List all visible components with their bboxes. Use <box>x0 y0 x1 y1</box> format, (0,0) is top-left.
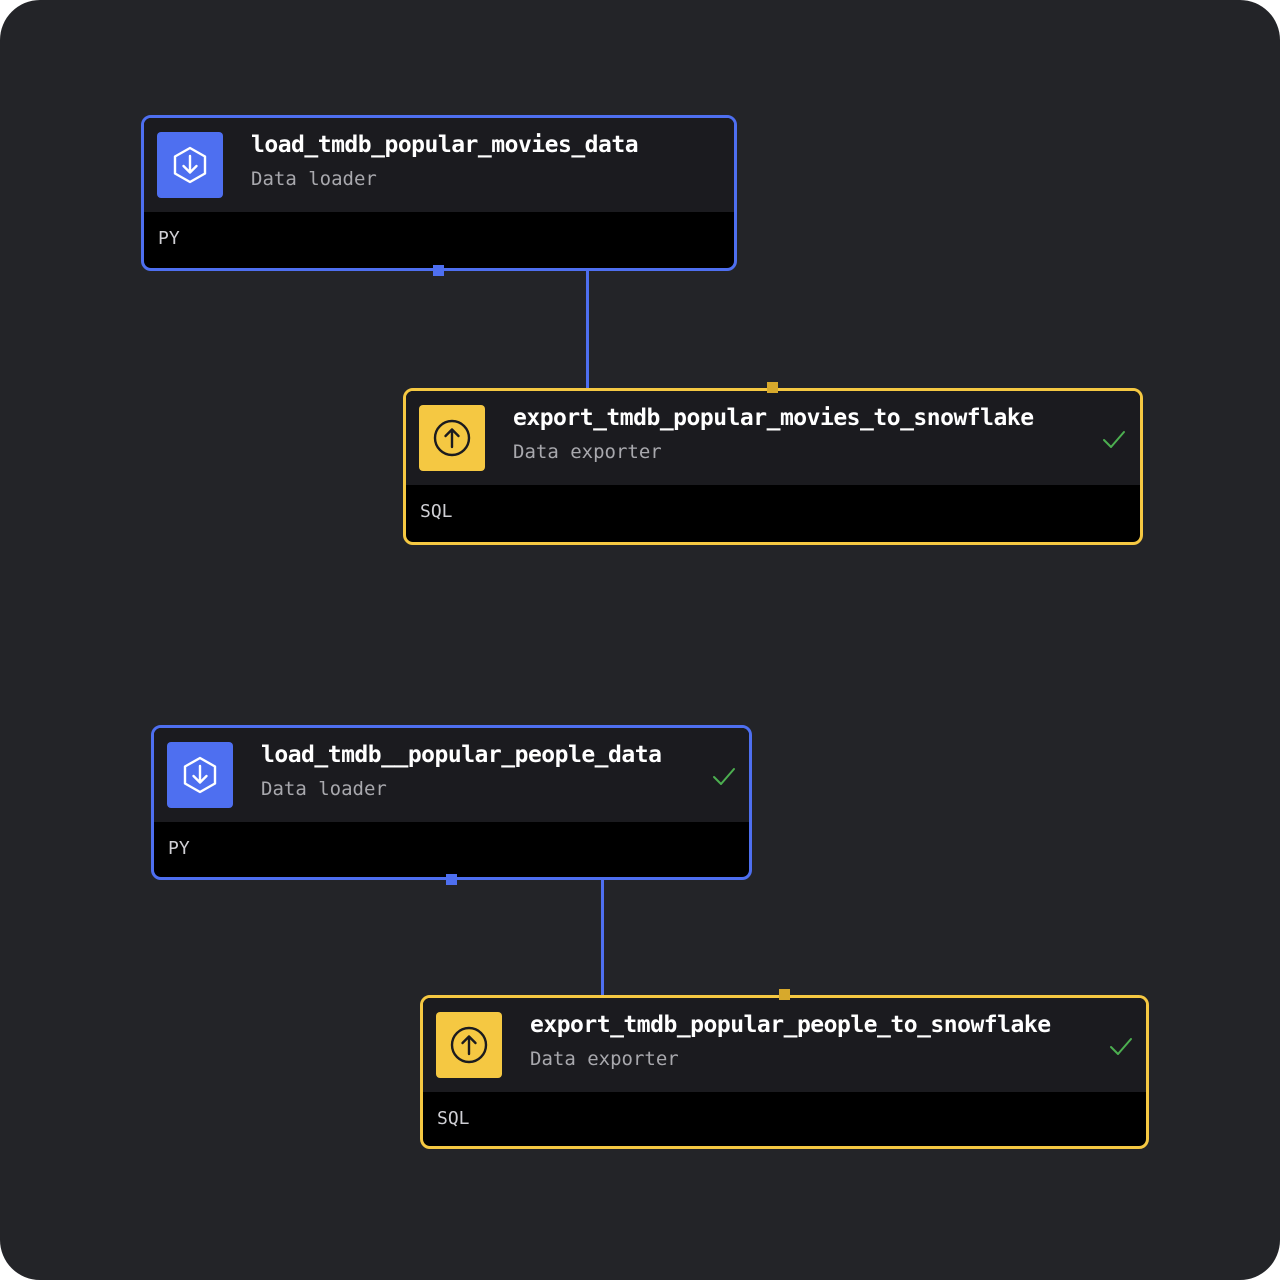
block-language-label: SQL <box>437 1108 470 1129</box>
block-title: load_tmdb_popular_movies_data <box>251 132 639 158</box>
block-export-tmdb-popular-people-to-snowflake[interactable]: export_tmdb_popular_people_to_snowflake … <box>420 995 1149 1149</box>
block-export-tmdb-popular-movies-to-snowflake[interactable]: export_tmdb_popular_movies_to_snowflake … <box>403 388 1143 545</box>
block-header: load_tmdb__popular_people_data Data load… <box>154 728 749 822</box>
edge-movies-loader-to-exporter <box>586 270 589 388</box>
block-header: load_tmdb_popular_movies_data Data loade… <box>144 118 734 212</box>
block-title: load_tmdb__popular_people_data <box>261 742 662 768</box>
check-icon <box>713 768 735 785</box>
upload-icon <box>419 405 485 471</box>
check-icon <box>1110 1038 1132 1055</box>
edge-people-loader-to-exporter <box>601 879 604 995</box>
output-port[interactable] <box>446 874 457 885</box>
download-icon <box>167 742 233 808</box>
check-icon <box>1103 431 1125 448</box>
block-load-tmdb-popular-movies-data[interactable]: load_tmdb_popular_movies_data Data loade… <box>141 115 737 271</box>
block-language-label: SQL <box>420 501 453 522</box>
block-load-tmdb-popular-people-data[interactable]: load_tmdb__popular_people_data Data load… <box>151 725 752 880</box>
input-port[interactable] <box>767 382 778 393</box>
block-header: export_tmdb_popular_movies_to_snowflake … <box>406 391 1140 485</box>
block-language-label: PY <box>158 228 180 249</box>
block-type-label: Data exporter <box>513 441 662 463</box>
block-header: export_tmdb_popular_people_to_snowflake … <box>423 998 1146 1092</box>
block-language-label: PY <box>168 838 190 859</box>
upload-icon <box>436 1012 502 1078</box>
input-port[interactable] <box>779 989 790 1000</box>
output-port[interactable] <box>433 265 444 276</box>
download-icon <box>157 132 223 198</box>
block-title: export_tmdb_popular_people_to_snowflake <box>530 1012 1051 1038</box>
block-type-label: Data loader <box>251 168 377 190</box>
block-type-label: Data loader <box>261 778 387 800</box>
block-type-label: Data exporter <box>530 1048 679 1070</box>
block-title: export_tmdb_popular_movies_to_snowflake <box>513 405 1034 431</box>
